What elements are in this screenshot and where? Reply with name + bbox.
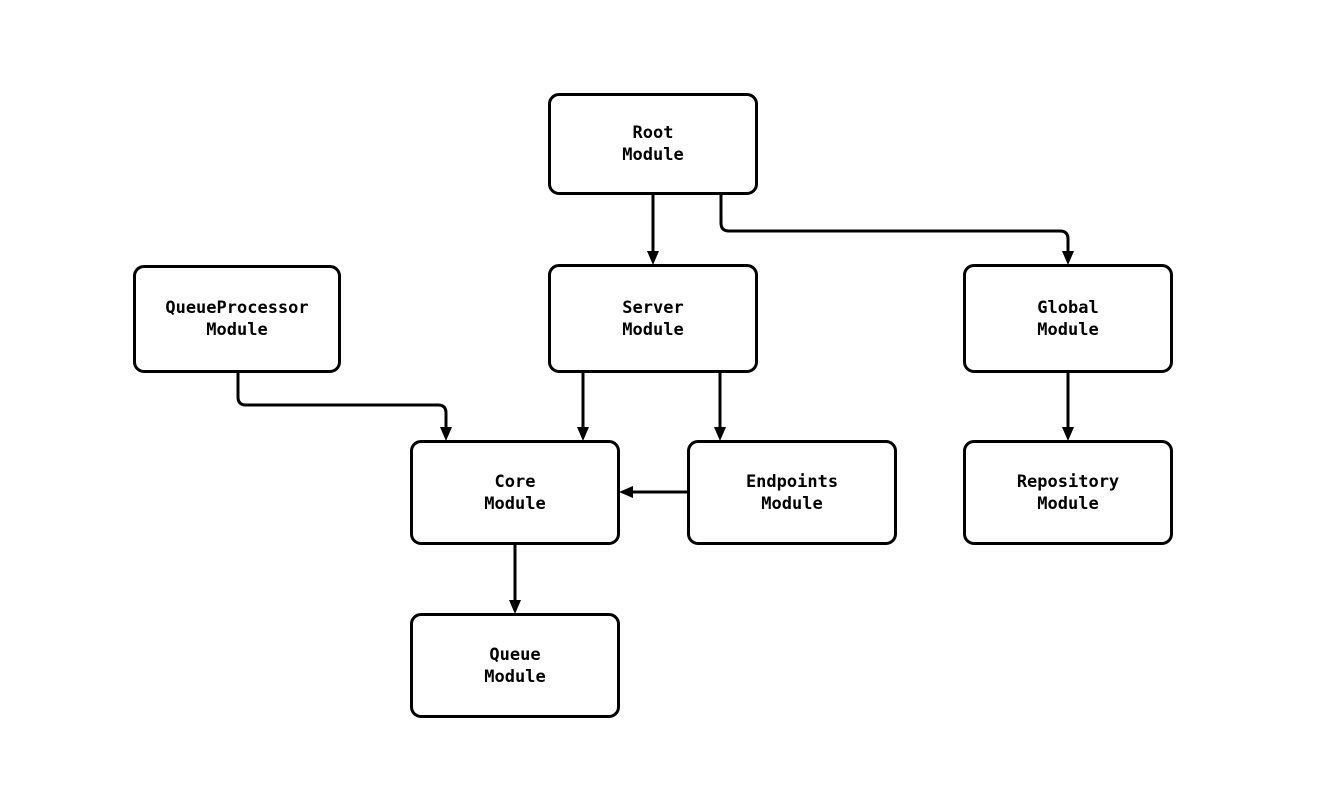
node-repository-label: Repository Module	[1016, 471, 1120, 514]
node-queue[interactable]: Queue Module	[410, 613, 620, 718]
node-endpoints[interactable]: Endpoints Module	[687, 440, 897, 545]
node-global[interactable]: Global Module	[963, 264, 1173, 373]
node-core-label: Core Module	[484, 471, 546, 514]
node-global-label: Global Module	[1037, 297, 1099, 340]
node-core[interactable]: Core Module	[410, 440, 620, 545]
node-repository[interactable]: Repository Module	[963, 440, 1173, 545]
node-server-label: Server Module	[622, 297, 684, 340]
edge-root-to-global	[719, 195, 1074, 265]
edge-queueprocessor-to-core	[236, 373, 452, 441]
node-root-label: Root Module	[622, 123, 684, 165]
node-queueprocessor-label: QueueProcessor Module	[165, 298, 309, 340]
node-endpoints-label: Endpoints Module	[745, 471, 839, 514]
node-queue-label: Queue Module	[484, 644, 546, 687]
node-server[interactable]: Server Module	[548, 264, 758, 373]
node-root[interactable]: Root Module	[548, 93, 758, 195]
node-queueprocessor[interactable]: QueueProcessor Module	[133, 265, 341, 373]
